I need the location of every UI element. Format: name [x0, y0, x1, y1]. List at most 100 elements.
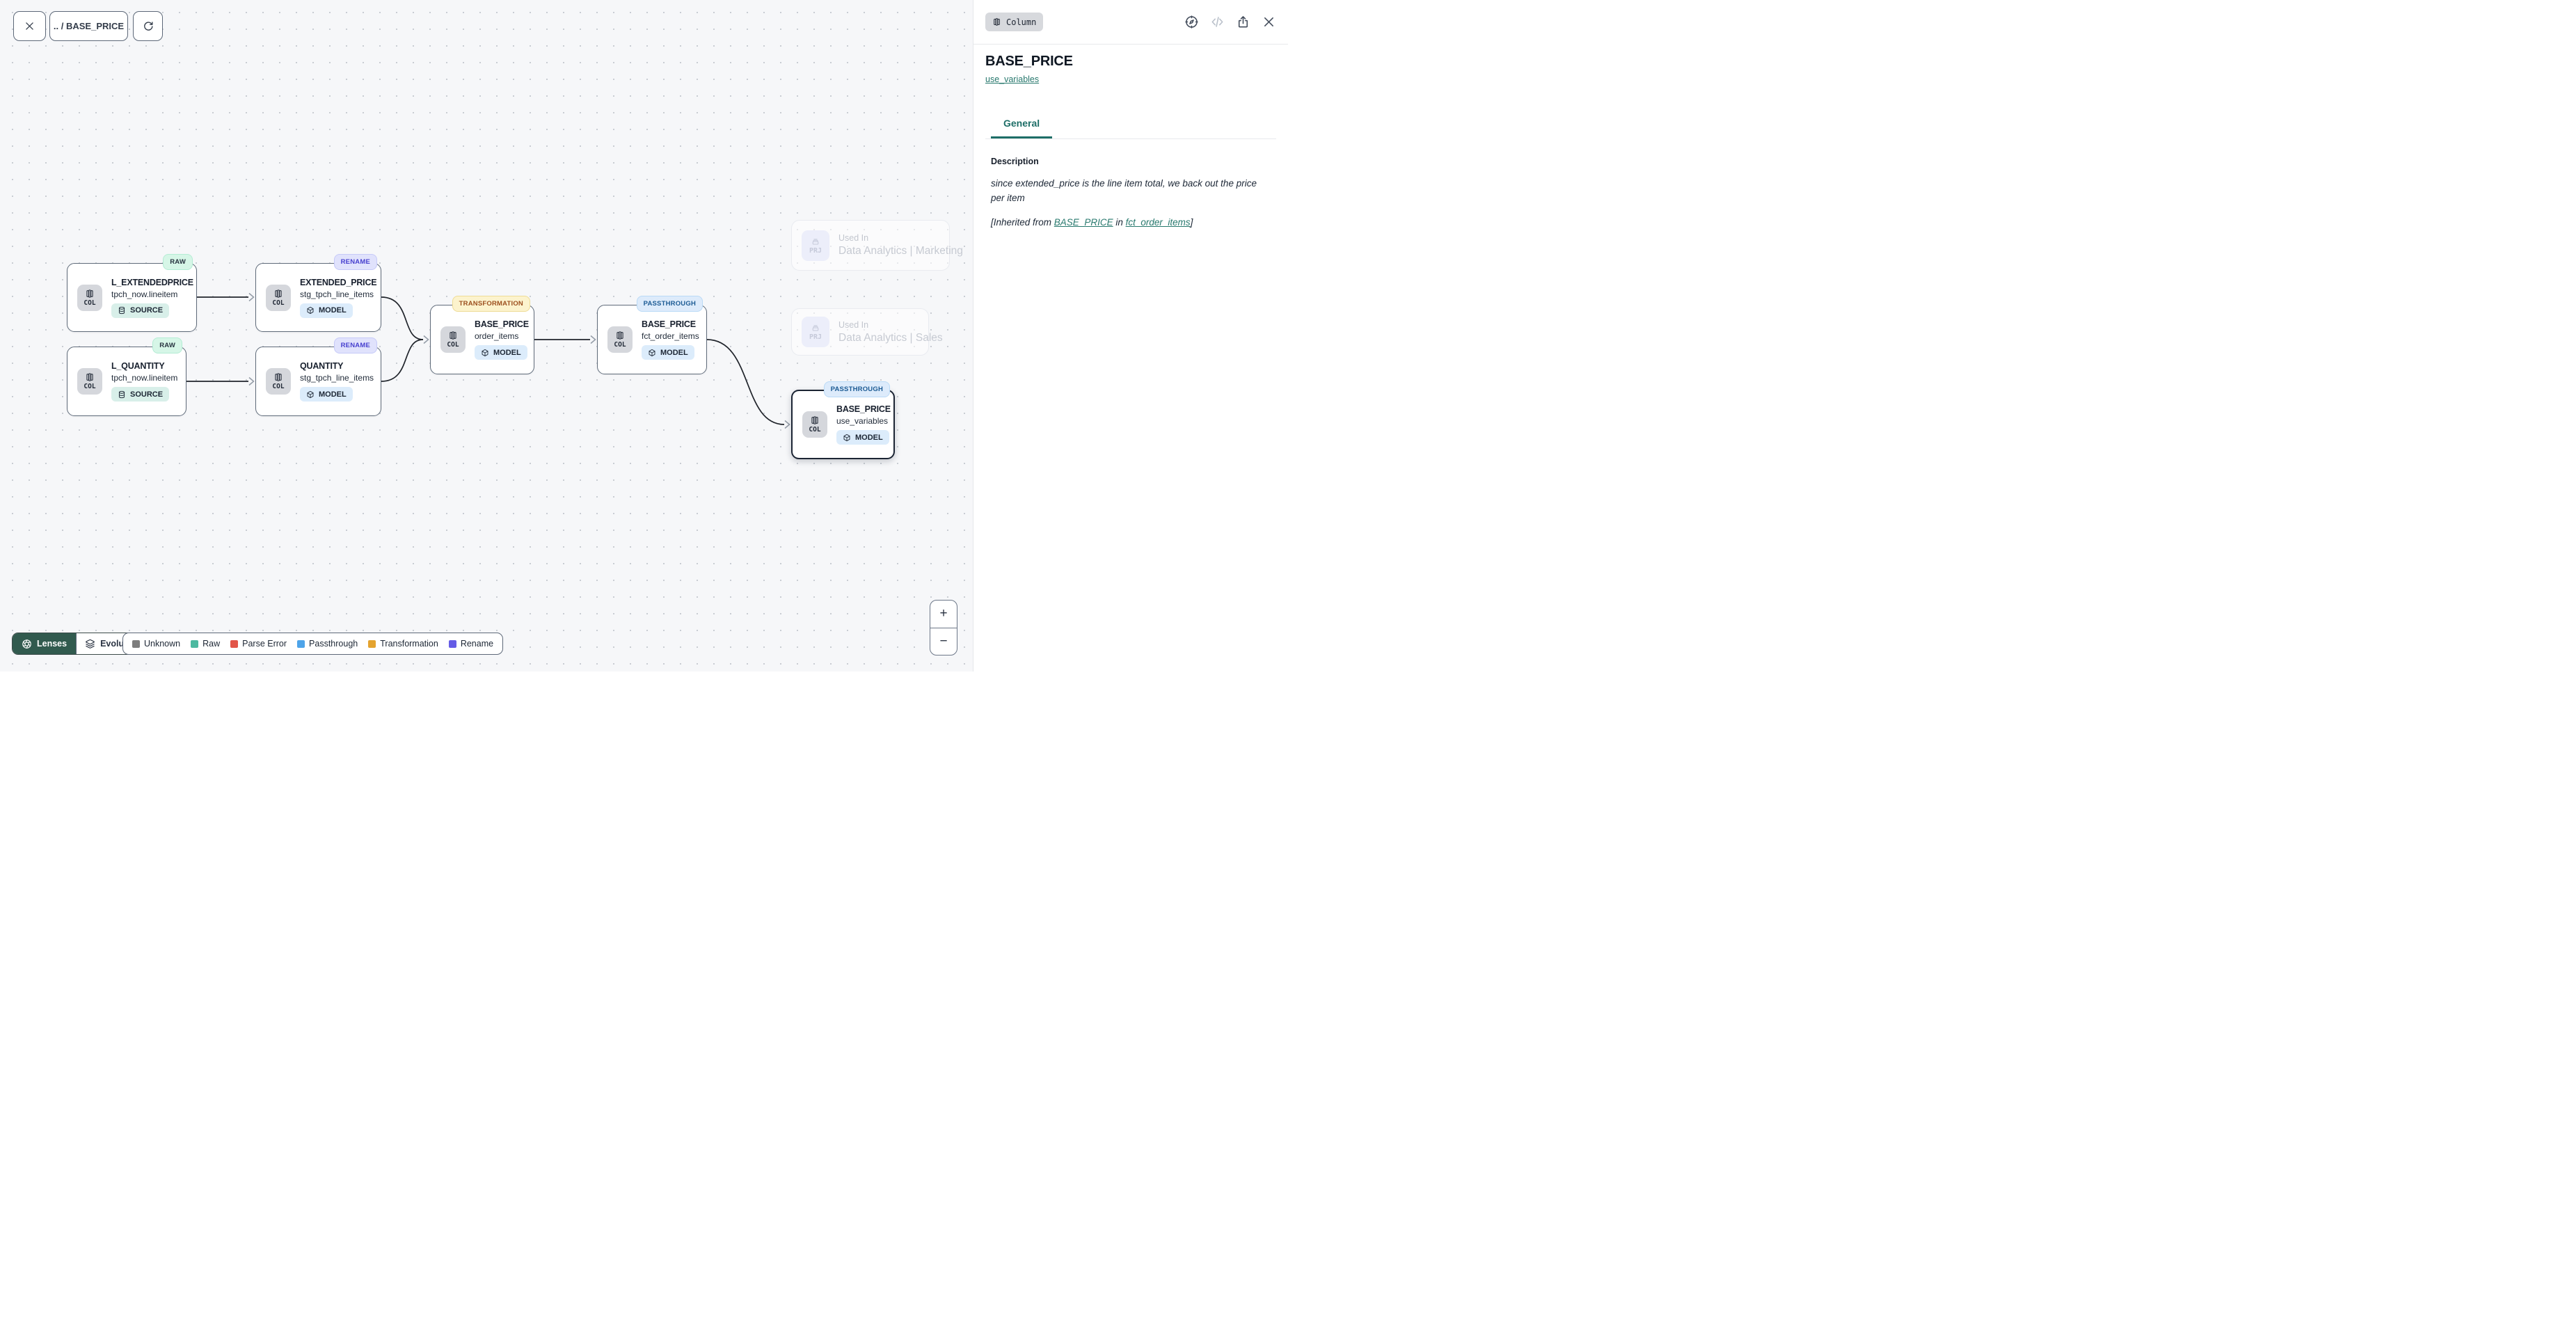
node-subtitle: tpch_now.lineitem: [111, 373, 177, 383]
zoom-out-button[interactable]: −: [930, 628, 957, 655]
node-base-price-order-items[interactable]: TRANSFORMATION COL BASE_PRICE order_item…: [430, 305, 534, 374]
legend-item-transformation: Transformation: [368, 639, 438, 649]
column-chip: COL: [77, 285, 102, 311]
lens-badge-rename: RENAME: [334, 254, 377, 270]
legend-swatch: [368, 640, 376, 648]
node-title: L_QUANTITY: [111, 361, 164, 371]
node-subtitle: fct_order_items: [642, 331, 699, 341]
node-l-quantity[interactable]: RAW COL L_QUANTITY tpch_now.lineitem SOU…: [67, 347, 186, 416]
node-title: QUANTITY: [300, 361, 343, 371]
description-text: since extended_price is the line item to…: [991, 177, 1271, 206]
model-badge: MODEL: [836, 430, 889, 445]
legend-swatch: [132, 640, 140, 648]
legend-swatch: [191, 640, 198, 648]
columns-icon: [85, 372, 95, 382]
lens-badge-raw: RAW: [163, 254, 193, 270]
used-in-name: Data Analytics | Marketing: [838, 245, 963, 257]
lens-badge-raw: RAW: [152, 337, 182, 353]
node-title: BASE_PRICE: [475, 319, 529, 329]
inherited-model-link[interactable]: fct_order_items: [1126, 217, 1191, 228]
cube-icon: [843, 434, 851, 442]
refresh-button[interactable]: [133, 11, 163, 41]
close-lineage-button[interactable]: [13, 11, 46, 41]
model-badge: MODEL: [300, 303, 353, 318]
legend-swatch: [297, 640, 305, 648]
details-panel: Column BASE_PRICE use_variables General …: [973, 0, 1288, 672]
node-extended-price[interactable]: RENAME COL EXTENDED_PRICE stg_tpch_line_…: [255, 263, 381, 332]
lens-badge-passthrough: PASSTHROUGH: [637, 296, 703, 312]
lenses-label: Lenses: [37, 639, 67, 649]
compass-icon[interactable]: [1184, 15, 1199, 29]
project-icon: [811, 237, 820, 246]
columns-icon: [85, 289, 95, 299]
used-in-label: Used In: [838, 233, 868, 243]
zoom-in-button[interactable]: +: [930, 601, 957, 628]
node-subtitle: tpch_now.lineitem: [111, 289, 177, 299]
lenses-button[interactable]: Lenses: [13, 633, 76, 654]
cube-icon: [306, 390, 315, 399]
node-quantity[interactable]: RENAME COL QUANTITY stg_tpch_line_items …: [255, 347, 381, 416]
legend-item-unknown: Unknown: [132, 639, 180, 649]
canvas-zoom-control: + −: [930, 600, 957, 655]
columns-icon: [810, 415, 820, 425]
inherited-note: [Inherited from BASE_PRICE in fct_order_…: [991, 217, 1271, 228]
lens-badge-passthrough: PASSTHROUGH: [824, 381, 890, 397]
column-chip: COL: [440, 326, 466, 353]
legend-swatch: [449, 640, 456, 648]
node-subtitle: use_variables: [836, 416, 888, 426]
cube-icon: [306, 306, 315, 315]
legend-item-raw: Raw: [191, 639, 220, 649]
project-chip: PRJ: [802, 317, 829, 347]
breadcrumb[interactable]: .. / BASE_PRICE: [49, 11, 128, 41]
node-title: EXTENDED_PRICE: [300, 278, 376, 287]
column-chip: COL: [802, 411, 827, 438]
node-subtitle: stg_tpch_line_items: [300, 373, 374, 383]
cube-icon: [481, 349, 489, 357]
panel-tabs: General: [985, 112, 1276, 139]
lens-badge-rename: RENAME: [334, 337, 377, 353]
code-icon[interactable]: [1210, 15, 1225, 29]
project-chip: PRJ: [802, 230, 829, 261]
refresh-icon: [142, 20, 154, 33]
node-title: BASE_PRICE: [836, 404, 891, 414]
close-icon: [24, 20, 35, 32]
columns-icon: [273, 289, 283, 299]
tab-general[interactable]: General: [991, 112, 1052, 138]
entity-type-badge: Column: [985, 13, 1043, 31]
used-in-node[interactable]: PRJ Used In Data Analytics | Marketing: [791, 220, 950, 271]
breadcrumb-label: .. / BASE_PRICE: [54, 21, 124, 31]
legend-item-rename: Rename: [449, 639, 493, 649]
column-chip: COL: [607, 326, 633, 353]
used-in-node[interactable]: PRJ Used In Data Analytics | Sales: [791, 308, 929, 356]
model-link[interactable]: use_variables: [985, 74, 1039, 84]
used-in-label: Used In: [838, 320, 868, 330]
node-title: L_EXTENDEDPRICE: [111, 278, 193, 287]
columns-icon: [615, 331, 625, 340]
node-base-price-use-variables[interactable]: PASSTHROUGH COL BASE_PRICE use_variables…: [791, 390, 895, 459]
legend-item-passthrough: Passthrough: [297, 639, 358, 649]
database-icon: [118, 390, 126, 399]
column-chip: COL: [266, 285, 291, 311]
node-subtitle: order_items: [475, 331, 518, 341]
inherited-column-link[interactable]: BASE_PRICE: [1054, 217, 1113, 228]
model-badge: MODEL: [475, 345, 527, 360]
model-badge: MODEL: [642, 345, 694, 360]
close-panel-icon[interactable]: [1262, 15, 1276, 29]
columns-icon: [448, 331, 458, 340]
cube-icon: [648, 349, 656, 357]
columns-icon: [992, 17, 1001, 26]
node-l-extendedprice[interactable]: RAW COL L_EXTENDEDPRICE tpch_now.lineite…: [67, 263, 197, 332]
lens-badge-transformation: TRANSFORMATION: [452, 296, 530, 312]
legend-swatch: [230, 640, 238, 648]
database-icon: [118, 306, 126, 315]
node-subtitle: stg_tpch_line_items: [300, 289, 374, 299]
column-chip: COL: [77, 368, 102, 395]
project-icon: [811, 323, 820, 333]
model-badge: MODEL: [300, 387, 353, 402]
source-badge: SOURCE: [111, 303, 169, 318]
node-base-price-fct-order-items[interactable]: PASSTHROUGH COL BASE_PRICE fct_order_ite…: [597, 305, 707, 374]
node-title: BASE_PRICE: [642, 319, 696, 329]
aperture-icon: [22, 639, 32, 649]
legend-item-parse-error: Parse Error: [230, 639, 287, 649]
share-icon[interactable]: [1236, 15, 1250, 29]
